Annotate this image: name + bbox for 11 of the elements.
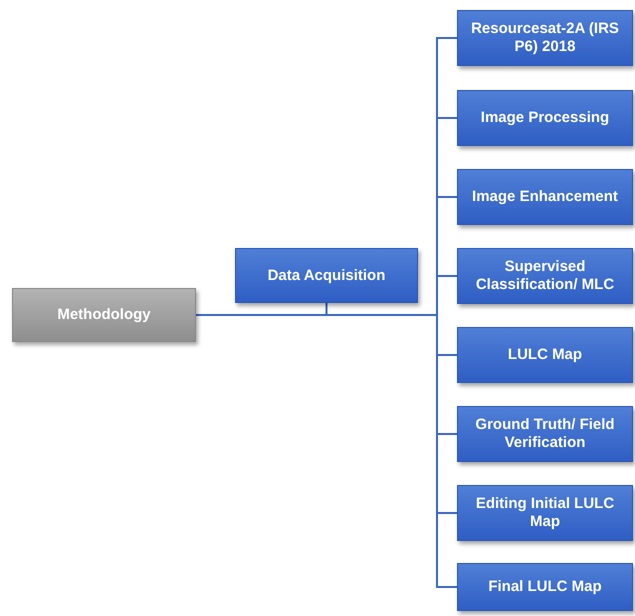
step-box: Editing Initial LULC Map bbox=[457, 485, 633, 541]
step-box: Final LULC Map bbox=[457, 563, 633, 611]
step-box: Image Processing bbox=[457, 90, 633, 146]
step-box: Ground Truth/ Field Verification bbox=[457, 406, 633, 462]
step-box: Image Enhancement bbox=[457, 169, 633, 225]
root-box: Methodology bbox=[12, 288, 196, 342]
step-box: LULC Map bbox=[457, 327, 633, 383]
step-box: Supervised Classification/ MLC bbox=[457, 248, 633, 304]
process-box: Data Acquisition bbox=[235, 248, 418, 303]
connector-line bbox=[326, 303, 457, 588]
step-box: Resourcesat-2A (IRS P6) 2018 bbox=[457, 10, 633, 66]
